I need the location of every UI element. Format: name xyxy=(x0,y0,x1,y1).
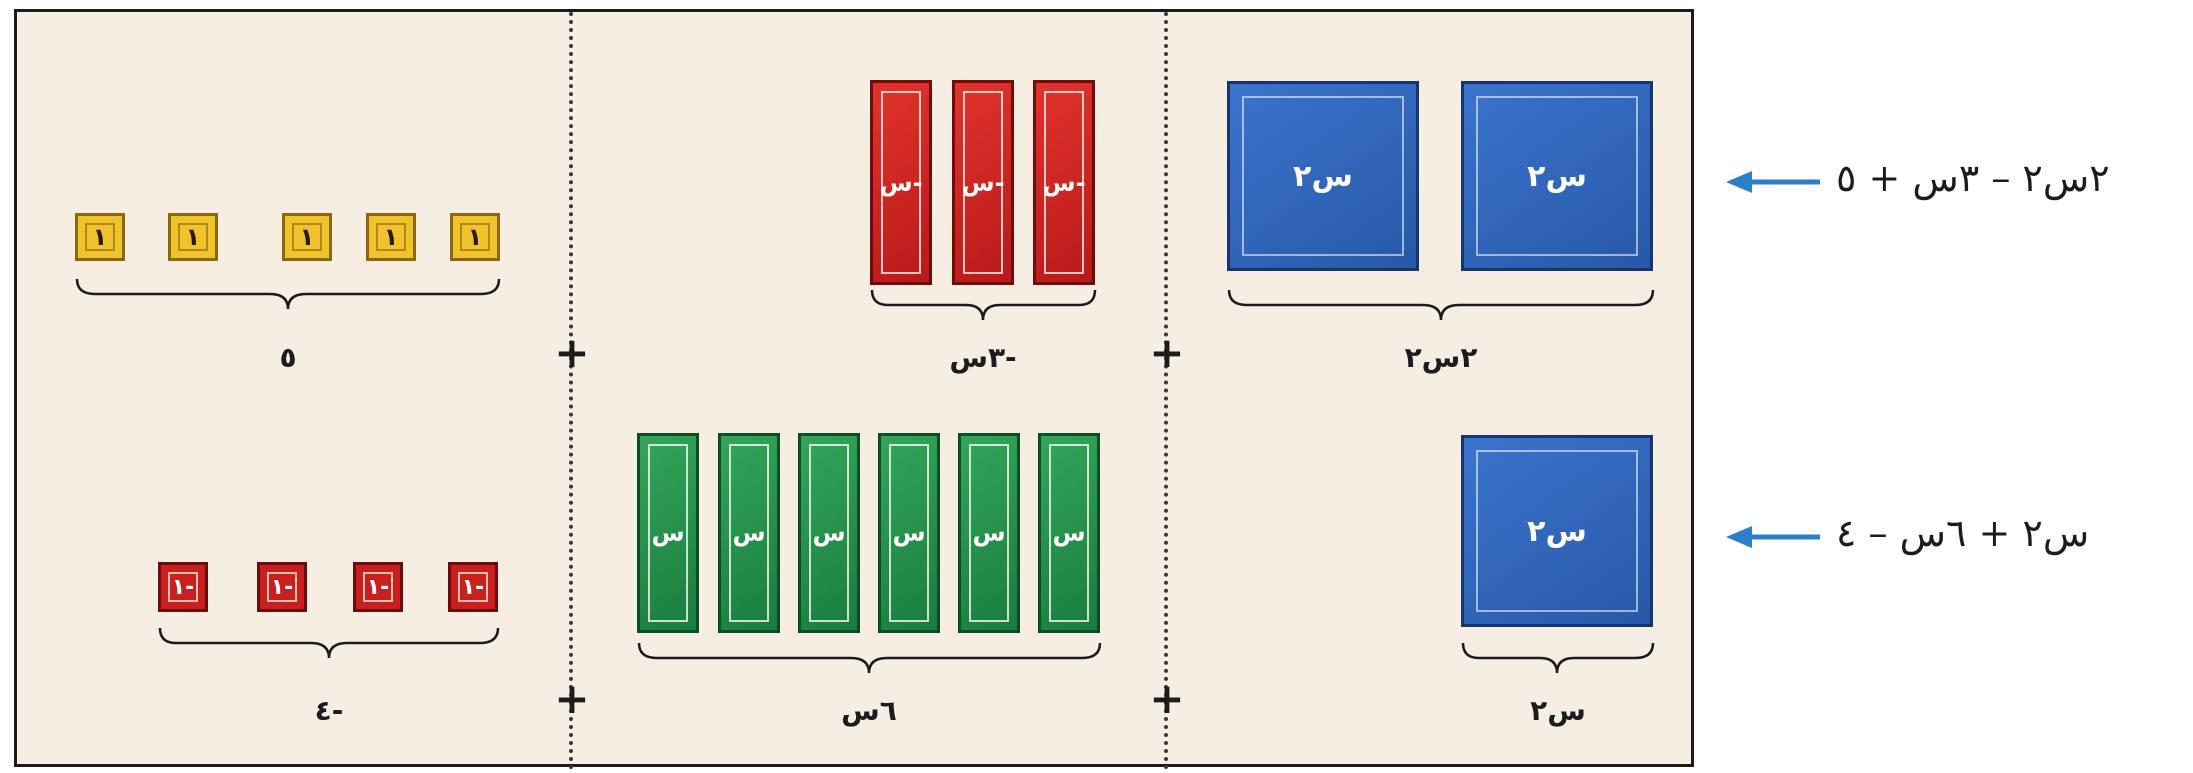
separator-left xyxy=(569,12,573,770)
brace-row1-x xyxy=(870,289,1097,321)
x-squared-tile: س٢ xyxy=(1461,435,1653,627)
plus-sign: + xyxy=(1149,328,1185,377)
negative-x-tile: -س xyxy=(870,80,932,285)
tile-label: -س xyxy=(879,168,923,197)
row1-expression: ٢س٢ – ٣س + ٥ xyxy=(1836,156,2110,200)
positive-unit-tile: ١ xyxy=(75,213,125,261)
arrow-left-icon xyxy=(1726,171,1820,193)
tile-label: -١ xyxy=(366,574,390,600)
positive-x-tile: س xyxy=(878,433,940,633)
group-label-units: ٥ xyxy=(279,341,297,374)
group-label-x: ٦س xyxy=(841,694,897,727)
positive-unit-tile: ١ xyxy=(168,213,218,261)
tile-label: س xyxy=(812,519,846,547)
brace-row2-x xyxy=(637,642,1102,674)
brace-row1-x2 xyxy=(1227,289,1655,321)
brace-row1-units xyxy=(75,278,501,310)
tile-label: -١ xyxy=(461,574,485,600)
group-label-x: -٣س xyxy=(949,341,1017,374)
group-label-x2: ٢س٢ xyxy=(1404,341,1478,374)
positive-x-tile: س xyxy=(958,433,1020,633)
tile-label: -س xyxy=(961,168,1005,197)
arrow-left-icon xyxy=(1726,526,1820,548)
algebra-tiles-board: س٢ س٢ -س -س -س ١ ١ ١ ١ ١ ٢س٢ -٣س ٥ + + xyxy=(14,9,1694,770)
tile-label: -س xyxy=(1042,168,1086,197)
tile-label: س xyxy=(732,519,766,547)
brace-row2-x2 xyxy=(1461,642,1655,674)
plus-sign: + xyxy=(554,328,590,377)
group-label-x2: س٢ xyxy=(1530,694,1586,727)
tile-label: س xyxy=(651,519,685,547)
tile-label: س xyxy=(892,519,926,547)
tile-label: س xyxy=(1052,519,1086,547)
tile-label: -١ xyxy=(270,574,294,600)
negative-x-tile: -س xyxy=(952,80,1014,285)
tile-label: س٢ xyxy=(1527,513,1587,549)
tile-label: ١ xyxy=(383,223,399,251)
x-squared-tile: س٢ xyxy=(1227,81,1419,271)
separator-right xyxy=(1164,12,1168,770)
tile-label: س٢ xyxy=(1293,158,1353,194)
negative-unit-tile: -١ xyxy=(353,562,403,612)
tile-label: ١ xyxy=(299,223,315,251)
positive-unit-tile: ١ xyxy=(282,213,332,261)
tile-label: ١ xyxy=(185,223,201,251)
positive-x-tile: س xyxy=(637,433,699,633)
x-squared-tile: س٢ xyxy=(1461,81,1653,271)
negative-unit-tile: -١ xyxy=(257,562,307,612)
plus-sign: + xyxy=(1149,674,1185,723)
negative-unit-tile: -١ xyxy=(158,562,208,612)
plus-sign: + xyxy=(554,674,590,723)
tile-label: -١ xyxy=(171,574,195,600)
negative-x-tile: -س xyxy=(1033,80,1095,285)
positive-unit-tile: ١ xyxy=(450,213,500,261)
positive-unit-tile: ١ xyxy=(366,213,416,261)
positive-x-tile: س xyxy=(1038,433,1100,633)
tile-label: س xyxy=(972,519,1006,547)
brace-row2-units xyxy=(158,627,500,659)
tile-label: ١ xyxy=(92,223,108,251)
negative-unit-tile: -١ xyxy=(448,562,498,612)
positive-x-tile: س xyxy=(798,433,860,633)
group-label-units: -٤ xyxy=(314,694,344,727)
row2-expression: س٢ + ٦س – ٤ xyxy=(1836,511,2090,555)
tile-label: ١ xyxy=(467,223,483,251)
tile-label: س٢ xyxy=(1527,158,1587,194)
positive-x-tile: س xyxy=(718,433,780,633)
